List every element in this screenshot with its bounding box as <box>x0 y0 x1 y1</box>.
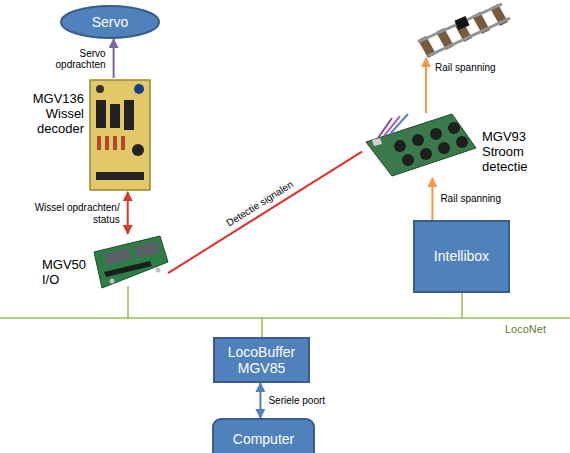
connector <box>259 383 261 418</box>
node-text: LocoBuffer MGV85 <box>221 344 302 376</box>
io-board-picture-part <box>94 236 168 288</box>
io-board-picture-part <box>134 241 160 258</box>
decoder-board-picture-part <box>124 100 134 130</box>
node-text: MGV136 Wissel decoder <box>4 92 84 137</box>
connector <box>431 178 433 220</box>
detector-board-picture-part <box>394 140 406 152</box>
ellipse-shape <box>61 6 159 38</box>
detector-board-picture-part <box>402 154 414 166</box>
decoder-board-picture-part <box>134 84 144 94</box>
module-label: MGV50 I/O <box>42 258 90 288</box>
node-text: MGV50 I/O <box>42 258 90 288</box>
rail-track-picture-part <box>418 4 502 42</box>
computer-box: Computer <box>212 418 315 453</box>
pcb-module: MGV136 Wissel decoder <box>88 78 152 192</box>
decoder-board-picture-part <box>121 136 125 150</box>
detector-board-picture-part <box>372 138 382 146</box>
detector-board-picture-part <box>390 114 408 134</box>
pcb-module: MGV93 Stroom detectie <box>362 112 478 178</box>
wire-label: Rail spanning <box>433 62 498 74</box>
node-text: Servo <box>92 14 129 30</box>
node-text: Computer <box>233 431 294 447</box>
decoder-board-picture-part <box>90 80 150 190</box>
detector-board-picture <box>366 114 476 176</box>
connector <box>168 152 362 274</box>
servo-ellipse: Servo <box>60 5 160 39</box>
decoder-board-picture-part <box>105 136 109 150</box>
loconet-bus-part <box>127 286 129 318</box>
node-text: Intellibox <box>434 248 489 264</box>
loconet-bus-part <box>0 317 570 319</box>
edge-label: Seriele poort <box>266 395 327 407</box>
decoder-board-picture-part <box>110 104 120 128</box>
bus-label: LocoNet <box>503 323 548 336</box>
io-board-picture <box>94 236 168 288</box>
rail-track-picture-part <box>454 16 469 30</box>
edge-label: Detectie signalen <box>223 178 298 231</box>
detector-board-picture-part <box>438 142 450 154</box>
detector-board-picture-part <box>412 134 424 146</box>
detector-board-picture-part <box>448 122 460 134</box>
io-board-picture-part <box>156 268 161 273</box>
decoder-board-picture-part <box>96 172 144 180</box>
detector-board-picture-part <box>430 128 442 140</box>
detector-board-picture-part <box>366 114 476 176</box>
connector <box>113 39 115 78</box>
decoder-board-picture-part <box>113 136 117 150</box>
device-box: LocoBuffer MGV85 <box>213 337 310 383</box>
io-board-picture-part <box>110 279 115 284</box>
decoder-board-picture <box>90 80 150 190</box>
loconet-bus <box>0 286 570 337</box>
device-box: Intellibox <box>413 220 510 293</box>
pcb-module: MGV50 I/O <box>92 234 168 290</box>
node-text: MGV93 Stroom detectie <box>482 130 562 175</box>
io-board-picture-part <box>104 248 131 265</box>
decoder-board-picture-part <box>96 85 104 93</box>
io-board-picture-part <box>104 261 152 277</box>
loconet-bus-part <box>261 318 263 337</box>
edge-label: Servo opdrachten <box>42 47 108 70</box>
rail-feed-arrow <box>426 58 427 113</box>
decoder-board-picture-part <box>132 144 144 156</box>
connector <box>127 192 129 234</box>
decoder-board-picture-part <box>96 100 106 128</box>
edge-label: Wissel opdrachten/ status <box>22 202 122 225</box>
loconet-bus-part <box>461 293 463 318</box>
edge-label: Rail spanning <box>438 193 503 205</box>
detector-board-picture-part <box>420 148 432 160</box>
rail-feed-arrow-part <box>425 58 427 113</box>
rail-track-picture-part <box>428 18 510 56</box>
module-label: MGV136 Wissel decoder <box>4 92 84 137</box>
decoder-board-picture-part <box>97 136 101 150</box>
detector-board-picture-part <box>456 136 468 148</box>
module-label: MGV93 Stroom detectie <box>482 130 562 175</box>
rail-track-picture <box>418 4 510 58</box>
